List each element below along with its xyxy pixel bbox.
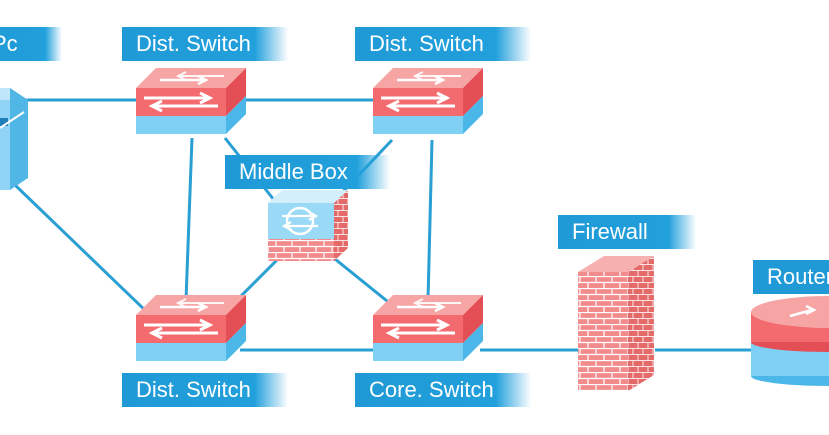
link-pc-to-dist-bottom-left [13, 183, 152, 317]
middle-box-label: Middle Box [225, 155, 390, 189]
dist-switch-top-left-label: Dist. Switch [122, 27, 288, 61]
dist-switch-top-left-icon [134, 66, 248, 136]
dist-switch-top-right-icon [371, 66, 485, 136]
firewall-icon [578, 256, 654, 391]
router-label: Router [753, 260, 829, 294]
core-switch-label: Core. Switch [355, 373, 531, 407]
dist-switch-bottom-left-icon [134, 293, 248, 363]
pc-icon [0, 88, 28, 190]
link-dist-top-left-to-dist-bottom-left [184, 137, 194, 301]
link-dist-top-right-to-core [426, 139, 434, 301]
dist-switch-bottom-left-label: Dist. Switch [122, 373, 288, 407]
link-middle-box-to-core [329, 253, 393, 307]
core-switch-icon [371, 293, 485, 363]
router-icon [751, 296, 829, 386]
firewall-label: Firewall [558, 215, 696, 249]
dist-switch-top-right-label: Dist. Switch [355, 27, 531, 61]
middle-box-icon [268, 190, 348, 261]
pc-label: Pc [0, 27, 62, 61]
